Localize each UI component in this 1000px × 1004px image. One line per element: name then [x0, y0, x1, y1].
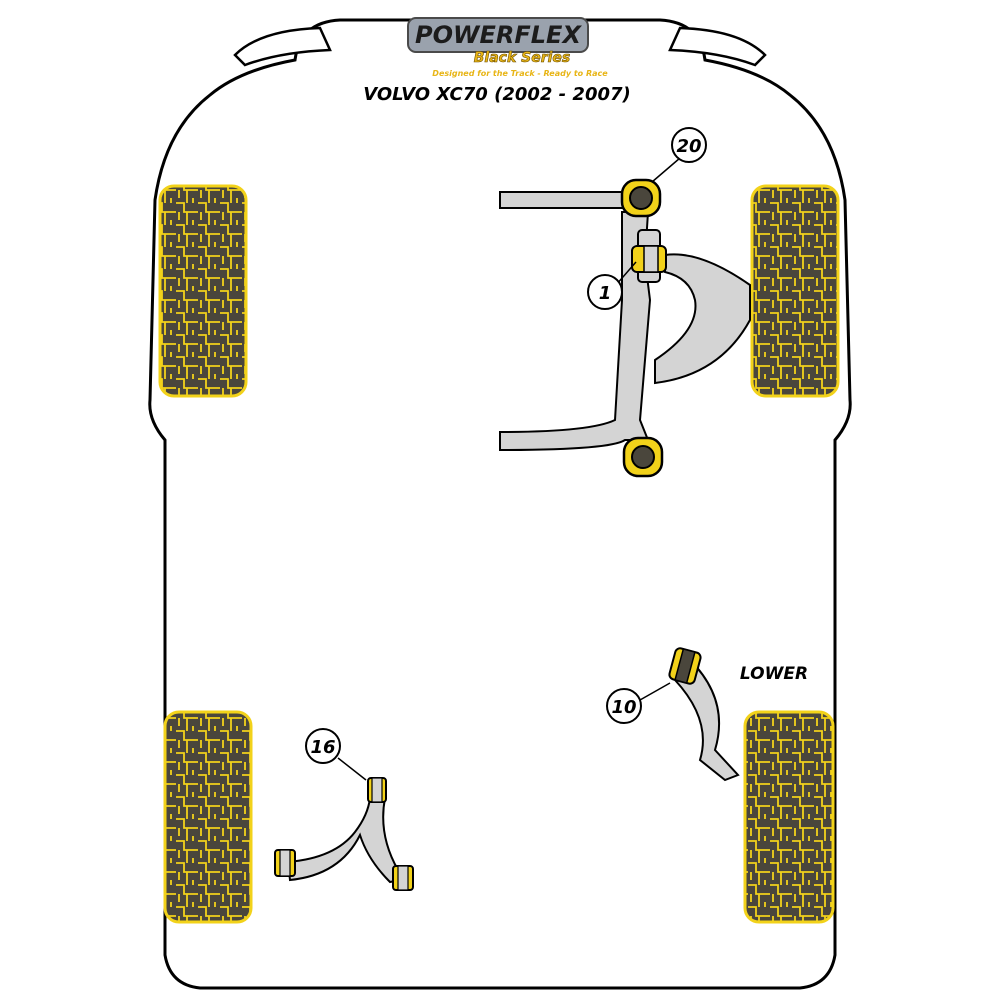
left-headlight [233, 26, 332, 67]
bush-rear-left-outer [392, 865, 414, 891]
bush-rear-left-inner [274, 849, 296, 877]
callout-16-label: 16 [310, 737, 335, 758]
rear-upper-arm [286, 797, 402, 884]
brand-tagline: Designed for the Track - Ready to Race [432, 69, 608, 78]
callout-10: 10 [606, 688, 642, 724]
bush-20 [620, 178, 662, 218]
right-headlight [668, 26, 767, 67]
callout-16: 16 [305, 728, 341, 764]
brand-name: POWERFLEX [415, 21, 582, 49]
tyre-rear-left [163, 710, 253, 924]
bush-10 [668, 647, 702, 685]
tyre-rear-right [743, 710, 835, 924]
brand-series: Black Series [474, 50, 571, 66]
brand-logo: POWERFLEX Black Series Designed for the … [407, 17, 608, 78]
vehicle-model-title: VOLVO XC70 (2002 - 2007) [363, 84, 631, 105]
front-lower-arm [499, 191, 751, 452]
callout-1-label: 1 [599, 283, 612, 304]
bush-1 [631, 229, 667, 283]
bush-16 [367, 777, 387, 803]
callout-1: 1 [587, 274, 623, 310]
tyre-front-right [750, 184, 840, 398]
rear-lower-arm [673, 658, 740, 782]
callout-20-label: 20 [676, 136, 701, 157]
callout-10-label: 10 [611, 697, 636, 718]
tyre-front-left [158, 184, 248, 398]
callout-20: 20 [671, 127, 707, 163]
bush-rear-front-arm [622, 436, 664, 478]
section-label-lower: LOWER [740, 664, 808, 684]
